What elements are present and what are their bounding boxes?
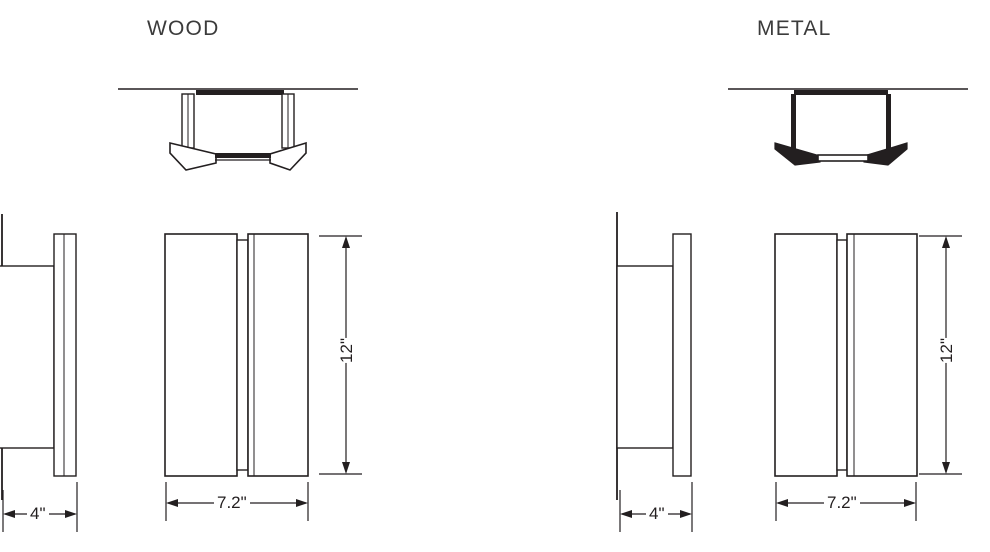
metal-top-standoff-right <box>886 94 891 154</box>
metal-width-arrow-left <box>776 499 788 507</box>
metal-top-dark-bar <box>794 90 888 95</box>
metal-dim-arrow-down <box>942 462 950 474</box>
wood-front-view <box>164 233 309 477</box>
wood-top-bracket-arm-left <box>169 141 217 171</box>
wood-top-bracket-arm-right <box>269 141 307 171</box>
metal-front-center-gap <box>836 239 848 471</box>
metal-dim-arrow-up <box>942 236 950 248</box>
wood-width-arrow-left <box>166 499 178 507</box>
panel-title-metal: METAL <box>757 17 832 40</box>
metal-front-panel-left <box>774 233 838 477</box>
metal-top-bracket-arm-right <box>863 142 908 166</box>
wood-side-mount-plate <box>53 233 77 477</box>
wood-depth-arrow-left <box>3 510 15 518</box>
metal-height-dimension-label: 12" <box>934 338 960 363</box>
wood-top-dark-bar <box>196 90 284 95</box>
wood-width-dimension-label: 7.2" <box>214 493 250 513</box>
metal-top-standoff-left <box>791 94 796 154</box>
wood-height-dimension-label: 12" <box>334 338 360 363</box>
wood-width-arrow-right <box>296 499 308 507</box>
metal-width-dimension-label: 7.2" <box>824 493 860 513</box>
metal-front-panel-right <box>846 233 918 477</box>
metal-side-mount-plate <box>672 233 692 477</box>
wood-front-panel-right <box>247 233 309 477</box>
wood-front-panel-left <box>164 233 238 477</box>
metal-depth-arrow-left <box>620 510 632 518</box>
panel-title-wood: WOOD <box>147 17 220 40</box>
wood-side-view <box>0 214 77 500</box>
metal-depth-arrow-right <box>680 510 692 518</box>
wood-top-center-plate <box>215 153 271 158</box>
metal-side-view <box>616 212 692 500</box>
wood-depth-arrow-right <box>65 510 77 518</box>
metal-top-view <box>728 88 968 166</box>
metal-side-body <box>616 265 674 449</box>
wood-dim-arrow-up <box>342 236 350 248</box>
metal-depth-dimension-label: 4" <box>646 504 668 524</box>
metal-width-arrow-right <box>904 499 916 507</box>
metal-front-view <box>774 233 918 477</box>
metal-top-center-plate <box>817 154 869 162</box>
wood-top-view <box>118 88 358 171</box>
wood-side-body <box>0 265 55 449</box>
wood-front-center-gap <box>236 239 249 471</box>
metal-top-bracket-arm-left <box>774 142 821 166</box>
wood-dim-arrow-down <box>342 462 350 474</box>
wood-depth-dimension-label: 4" <box>27 504 49 524</box>
